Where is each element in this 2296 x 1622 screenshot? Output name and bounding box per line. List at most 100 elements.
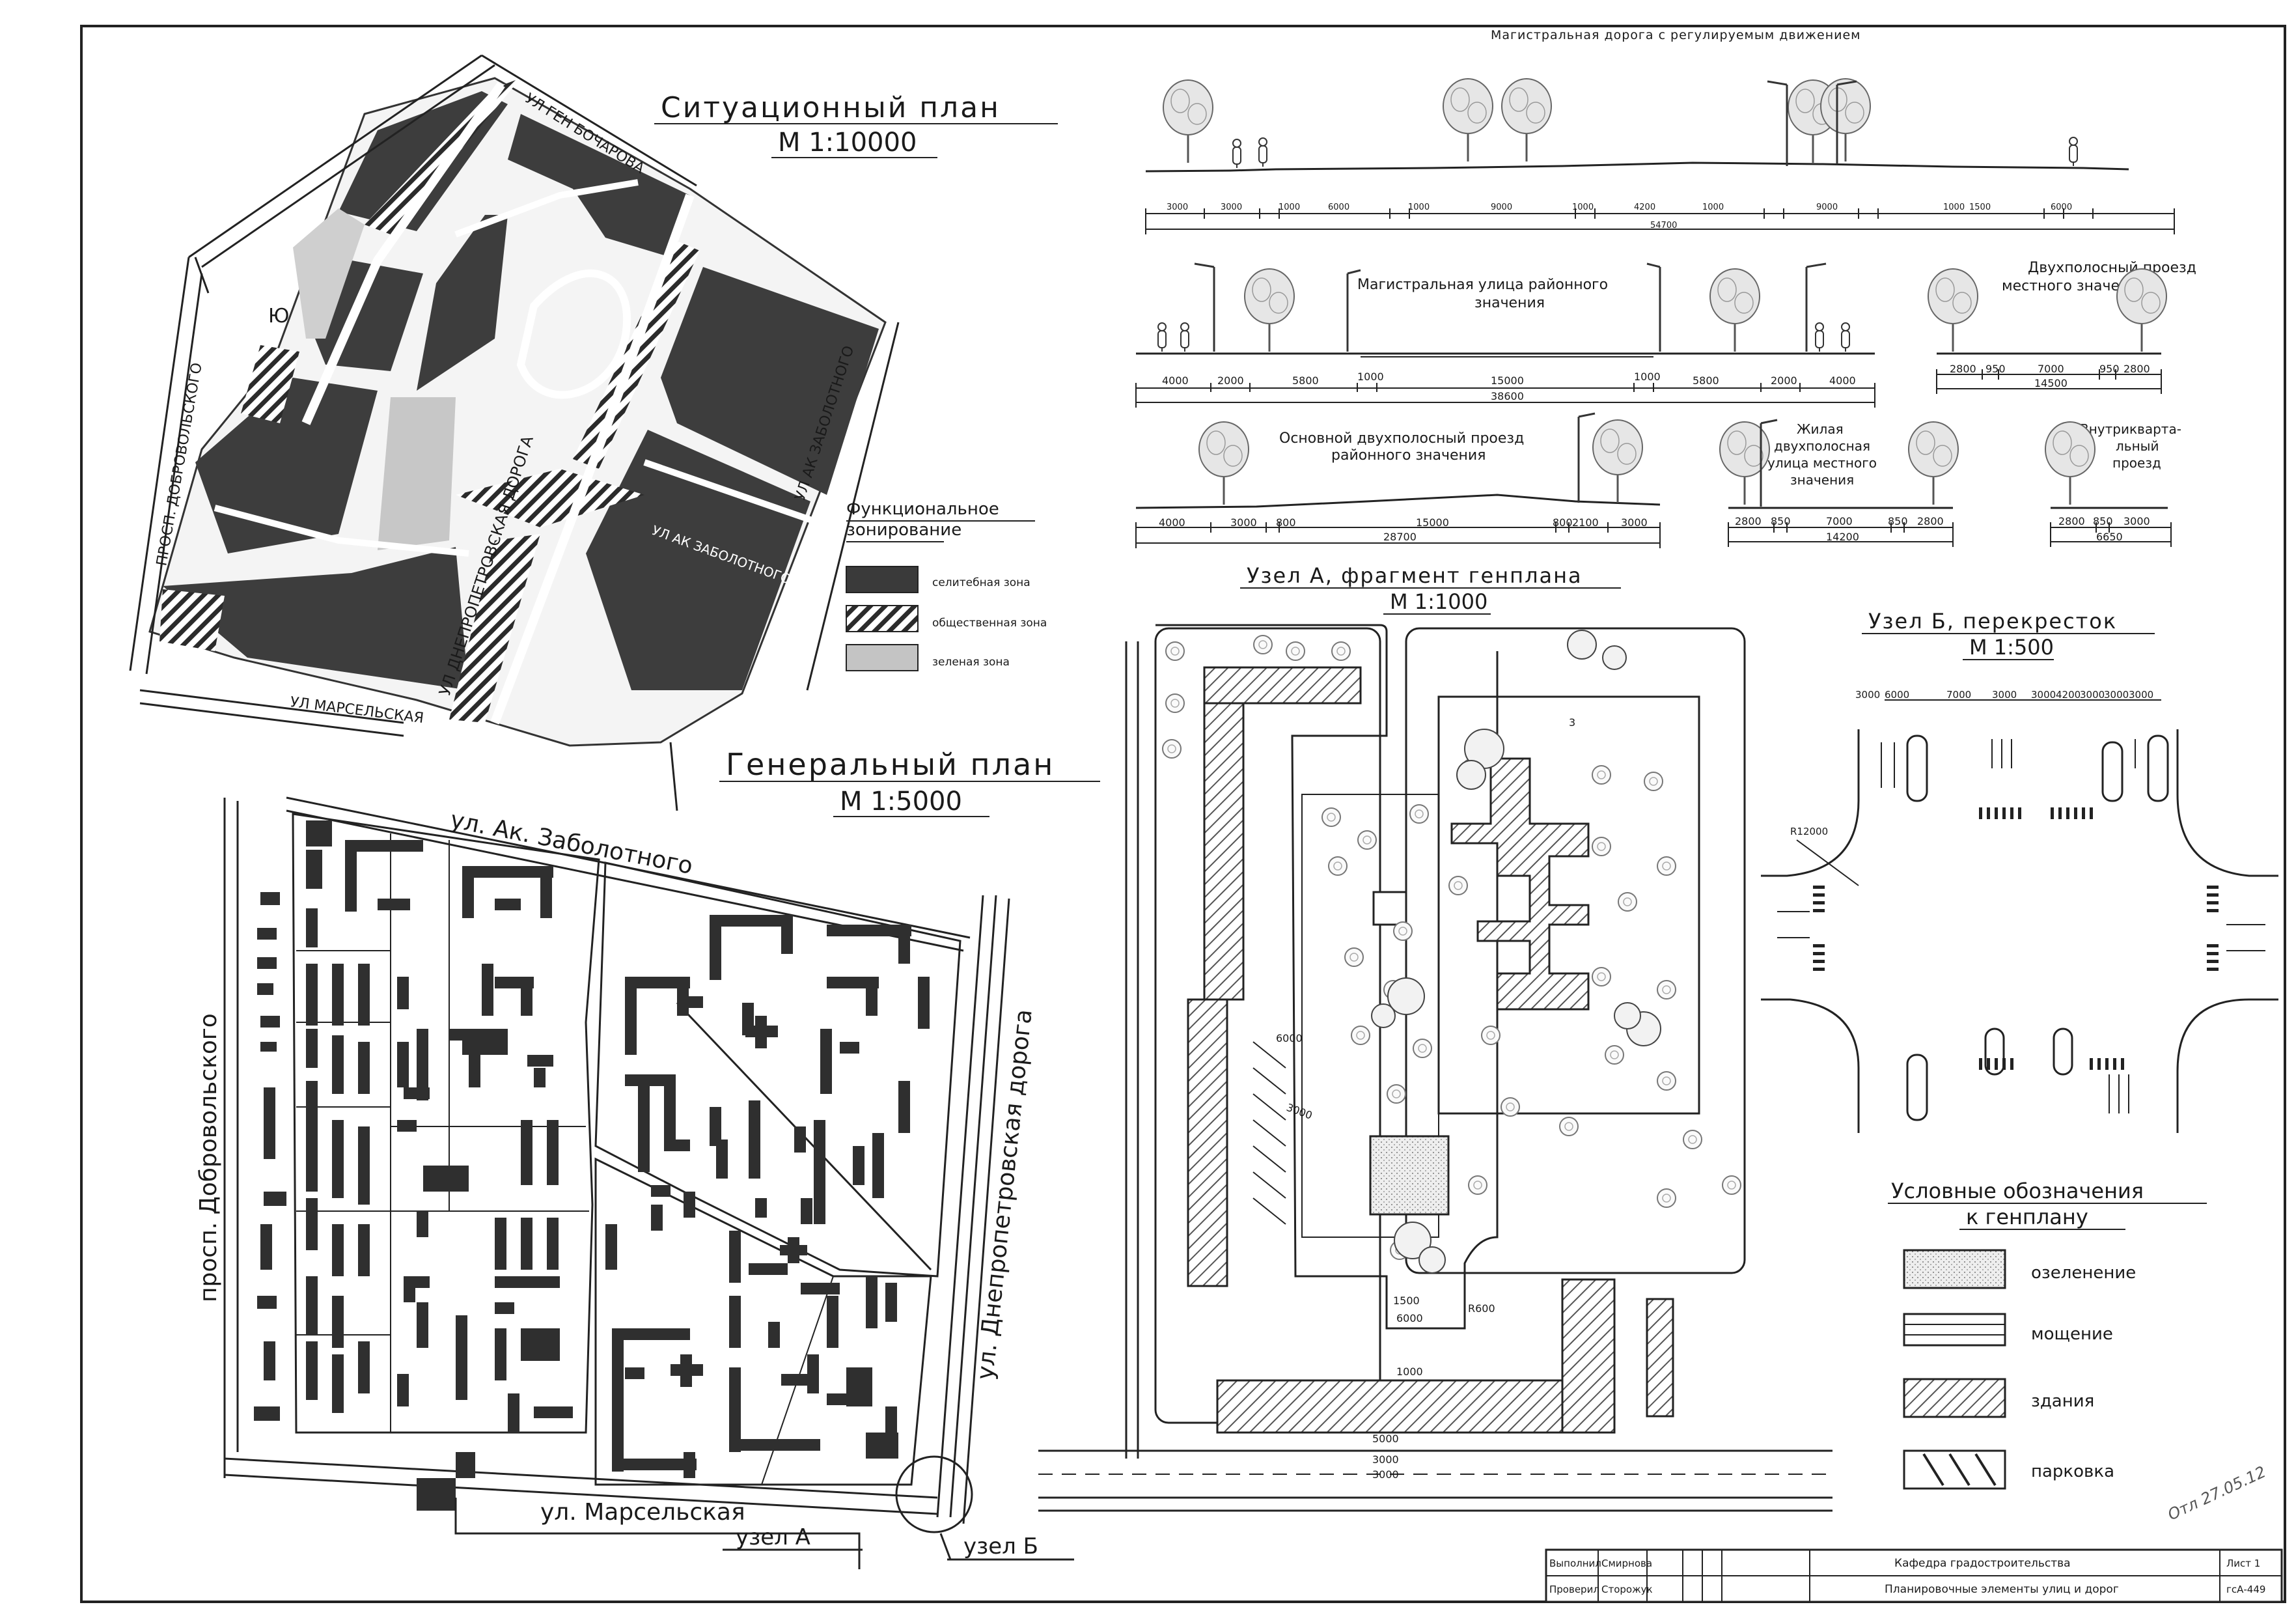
genplan-legend-title-2: к генплану [1966,1205,2088,1229]
s5-total: 14200 [1826,531,1859,543]
s4-dim-5: 2100 [1572,516,1599,529]
north-marker: Ю [268,305,289,328]
stamp-role-2: Проверил [1549,1584,1599,1595]
node-a-dim-6000a: 6000 [1276,1032,1303,1044]
node-b-dim-3: 3000 [1992,689,2017,701]
s3-dim-0: 2800 [1950,363,1976,375]
title-stamp: Выполнил Смирнова Проверил Сторожук Кафе… [1545,1548,2283,1603]
s3-dim-2: 7000 [2038,363,2064,375]
zoning-title-2: зонирование [846,520,961,540]
node-a-plan: Узел А, фрагмент генплана М 1:1000 [1038,563,1833,1512]
node-a-label: узел А [736,1524,810,1550]
node-a-dim-3000: 3000 [1285,1101,1314,1122]
node-b-dim-1: 6000 [1885,689,1909,701]
label-marselskaya-situ: УЛ МАРСЕЛЬСКАЯ [289,694,424,727]
s5-dim-1: 850 [1771,515,1791,527]
s2-dim-5: 1000 [1634,371,1661,383]
s1-total: 54700 [1650,221,1677,231]
street-label-marselskaya: ул. Марсельская [540,1499,745,1526]
cross-sections: Магистральная дорога с регулируемым движ… [1135,28,2196,548]
sheet-frame [80,25,2286,1603]
node-b-dim-7: 3000 [2104,689,2129,701]
legend-swatch-greenery [1903,1249,2006,1289]
genplan-legend-title-1: Условные обозначения [1891,1179,2144,1203]
s4-dim-3: 15000 [1416,516,1449,529]
node-a-dim-6000b: 6000 [1396,1312,1423,1324]
s4-dim-2: 800 [1276,516,1296,529]
s6-dim-1: 850 [2093,515,2113,527]
s4-dim-1: 3000 [1230,516,1257,529]
node-b-dim-6: 3000 [2080,689,2105,701]
signature-mark: Отл 27.05.12 [2165,1462,2269,1524]
situation-plan-title: Ситуационный план [661,91,1001,124]
s1-dim-8: 1000 [1702,203,1724,212]
node-b-dim-0: 3000 [1855,689,1880,701]
stamp-sheet: Лист 1 [2226,1558,2260,1569]
s1-dim-9: 9000 [1816,203,1838,212]
zoning-label-residential: селитебная зона [932,576,1030,589]
situation-plan: УЛ ГЕН БОЧАРОВА ПРОСП. ДОБРОВОЛЬСКОГО УЛ… [129,54,1058,811]
legend-swatch-paving [1903,1313,2006,1347]
node-b-marker [895,1455,973,1533]
s5-dim-3: 850 [1888,515,1908,527]
node-a-dim-1500: 1500 [1393,1294,1420,1307]
section6-title-3: проезд [2112,455,2161,471]
zoning-swatch-public [846,605,919,632]
node-b-title: Узел Б, перекресток [1868,609,2117,634]
s1-dim-7: 4200 [1634,203,1655,212]
section5-title-4: значения [1790,472,1854,488]
s2-dim-2: 5800 [1292,374,1319,387]
s4-dim-6: 3000 [1621,516,1648,529]
zoning-swatch-residential [846,566,919,593]
node-b-dim-5: 4200 [2056,689,2081,701]
legend-label-paving: мощение [2031,1324,2113,1344]
s2-dim-1: 2000 [1217,374,1244,387]
section5-title-1: Жилая [1797,421,1844,437]
legend-label-parking: парковка [2031,1462,2114,1481]
stamp-name-1: Смирнова [1601,1558,1652,1569]
node-b-dim-2: 7000 [1946,689,1971,701]
s1-dim-11: 1500 [1969,203,1991,212]
node-b-radius: R12000 [1790,826,1828,837]
s1-dim-6: 1000 [1572,203,1594,212]
legend-label-greenery: озеленение [2031,1263,2136,1283]
s5-dim-4: 2800 [1917,515,1944,527]
node-b-label: узел Б [963,1533,1038,1559]
s4-dim-4: 800 [1553,516,1573,529]
zoning-legend: Функциональное зонирование селитебная зо… [846,499,1047,671]
s6-dim-0: 2800 [2058,515,2085,527]
stamp-code: гсА-449 [2226,1584,2265,1595]
s6-dim-2: 3000 [2123,515,2150,527]
s1-dim-3: 6000 [1328,203,1349,212]
section1-title: Магистральная дорога с регулируемым движ… [1491,28,1861,42]
situation-plan-scale: М 1:10000 [778,128,917,158]
stamp-role-1: Выполнил [1549,1558,1601,1569]
s2-total: 38600 [1491,390,1524,402]
s1-dim-10: 1000 [1943,203,1965,212]
s3-dim-4: 2800 [2123,363,2150,375]
section6-title-1: Внутрикварта- [2080,421,2181,437]
s6-total: 6650 [2096,531,2123,543]
s5-dim-0: 2800 [1735,515,1762,527]
s2-dim-7: 2000 [1771,374,1797,387]
section6-title-2: льный [2116,438,2159,454]
s2-dim-3: 1000 [1357,371,1384,383]
node-a-mark-3: 3 [1569,716,1575,729]
node-a-dim-r600: R600 [1468,1302,1495,1315]
s2-dim-8: 4000 [1829,374,1856,387]
node-a-dim-3000a: 3000 [1372,1453,1399,1466]
node-a-scale: М 1:1000 [1390,589,1487,614]
s2-dim-4: 15000 [1491,374,1524,387]
stamp-department: Кафедра градостроительства [1894,1557,2071,1570]
general-plan-scale: М 1:5000 [840,787,962,817]
node-b-intersection: Узел Б, перекресток М 1:500 3000 6000 70… [1761,609,2278,1133]
s1-dim-0: 3000 [1167,203,1188,212]
street-label-dnepropetrovskaya: ул. Днепропетровская дорога [972,1008,1038,1381]
s1-dim-12: 6000 [2051,203,2072,212]
legend-label-buildings: здания [2031,1391,2094,1411]
node-a-dim-5000: 5000 [1372,1433,1399,1445]
section2-title-2: значения [1474,295,1545,311]
stamp-name-2: Сторожук [1601,1584,1653,1595]
node-a-title: Узел А, фрагмент генплана [1247,563,1583,588]
